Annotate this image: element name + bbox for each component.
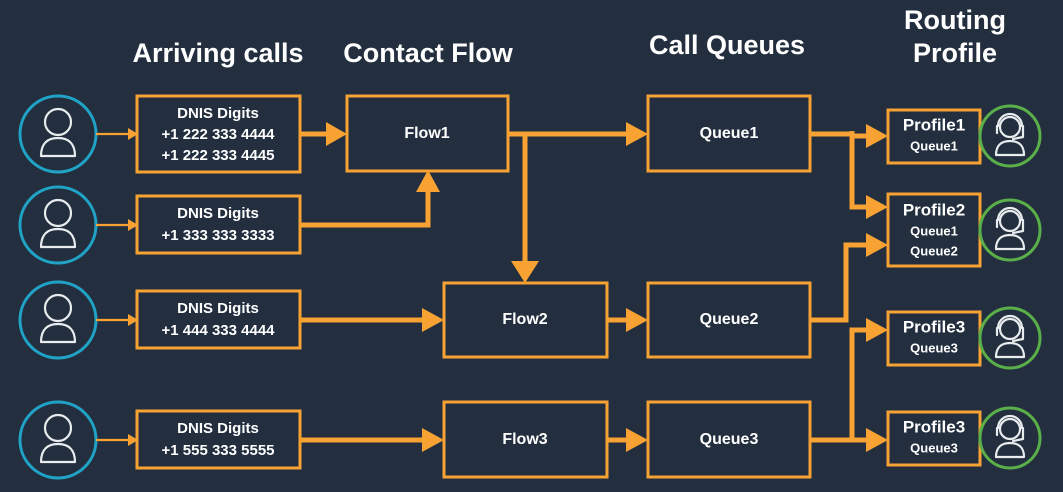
- agent-2[interactable]: [978, 198, 1042, 262]
- dnis-box-3[interactable]: DNIS Digits +1 444 333 4444: [135, 289, 302, 350]
- dnis-box-1-number-1: +1 222 333 4444: [161, 126, 275, 143]
- connector-dnis2-flow1: [300, 170, 440, 228]
- profile-box-4-queue-1: Queue3: [910, 440, 958, 455]
- customer-person-icon: [39, 107, 77, 158]
- flow-box-2-label: Flow2: [502, 311, 547, 328]
- agent-3[interactable]: [978, 306, 1042, 370]
- dnis-box-2-number-1: +1 333 333 3333: [161, 227, 274, 244]
- flow-box-2[interactable]: Flow2: [442, 281, 609, 359]
- customer-1[interactable]: [18, 94, 98, 174]
- queue-box-1-label: Queue1: [700, 125, 759, 142]
- dnis-box-1-rect: [135, 94, 302, 174]
- agent-1[interactable]: [978, 104, 1042, 168]
- column-title-routing-profile-line1: Routing: [904, 5, 1006, 35]
- profile-box-3-name: Profile3: [903, 317, 965, 336]
- profile-box-1-name: Profile1: [903, 115, 965, 134]
- column-title-contact-flow: Contact Flow: [343, 38, 513, 68]
- flow-box-1-rect: [345, 94, 510, 173]
- connector-queue2-profile2: [810, 233, 888, 323]
- queue-box-2[interactable]: Queue2: [646, 281, 812, 359]
- queue-box-3-label: Queue3: [700, 431, 759, 448]
- dnis-box-2-rect: [135, 194, 302, 255]
- profile-box-4-rect: [886, 410, 982, 467]
- connector-flow3-queue3: [607, 428, 648, 452]
- profile-box-3[interactable]: Profile3 Queue3: [886, 310, 982, 367]
- connector-dnis3-flow2: [300, 308, 444, 332]
- connector-queue1-profile2: [849, 134, 888, 219]
- connector-queue1-profile1: [810, 124, 888, 148]
- dnis-box-4-rect: [135, 409, 302, 470]
- profile-box-2-queue-2: Queue2: [910, 243, 958, 258]
- customer-2[interactable]: [18, 185, 98, 265]
- dnis-box-1-title: DNIS Digits: [177, 105, 259, 122]
- customer-4[interactable]: [18, 400, 98, 480]
- dnis-box-2[interactable]: DNIS Digits +1 333 333 3333: [135, 194, 302, 255]
- connector-flow2-queue2: [607, 308, 648, 332]
- connector-customer2-dnis2: [96, 219, 138, 231]
- flow-box-1[interactable]: Flow1: [345, 94, 510, 173]
- profile-box-4[interactable]: Profile3 Queue3: [886, 410, 982, 467]
- flow-box-3[interactable]: Flow3: [442, 400, 609, 479]
- connector-queue3-profile3: [810, 318, 888, 443]
- connector-dnis1-flow1: [300, 122, 347, 146]
- agent-circle-3: [978, 306, 1042, 370]
- connector-flow1-queue1: [508, 122, 648, 146]
- agent-headset-icon: [994, 414, 1026, 459]
- agent-headset-icon: [994, 314, 1026, 359]
- profile-box-4-name: Profile3: [903, 417, 965, 436]
- connector-dnis4-flow3: [300, 428, 444, 452]
- dnis-box-4-title: DNIS Digits: [177, 420, 259, 437]
- queue-box-3-rect: [646, 400, 812, 479]
- profile-box-2-queue-1: Queue1: [910, 223, 958, 238]
- flow-box-2-rect: [442, 281, 609, 359]
- dnis-box-3-title: DNIS Digits: [177, 300, 259, 317]
- profile-box-1-queue-1: Queue1: [910, 138, 958, 153]
- queue-box-2-label: Queue2: [700, 311, 759, 328]
- agent-circle-4: [978, 406, 1042, 470]
- queue-box-1[interactable]: Queue1: [646, 94, 812, 173]
- customer-person-icon: [39, 293, 77, 344]
- connector-customer3-dnis3: [96, 314, 138, 326]
- customer-person-icon: [39, 198, 77, 249]
- profile-box-3-queue-1: Queue3: [910, 340, 958, 355]
- column-title-routing-profile-line2: Profile: [913, 38, 997, 68]
- customer-3[interactable]: [18, 280, 98, 360]
- connector-flow1-flow2: [511, 134, 539, 283]
- column-title-arriving-calls: Arriving calls: [132, 38, 303, 68]
- agent-circle-1: [978, 104, 1042, 168]
- flow-box-1-label: Flow1: [404, 125, 449, 142]
- dnis-box-3-number-1: +1 444 333 4444: [161, 322, 275, 339]
- dnis-box-3-rect: [135, 289, 302, 350]
- agent-circle-2: [978, 198, 1042, 262]
- connector-customer4-dnis4: [96, 434, 138, 446]
- connector-customer1-dnis1: [96, 128, 138, 140]
- connector-queue3-profile4: [810, 428, 888, 452]
- customer-person-icon: [39, 413, 77, 464]
- profile-box-1[interactable]: Profile1 Queue1: [886, 108, 982, 165]
- profile-box-2[interactable]: Profile2 Queue1 Queue2: [886, 192, 982, 268]
- dnis-box-1[interactable]: DNIS Digits +1 222 333 4444 +1 222 333 4…: [135, 94, 302, 174]
- queue-box-3[interactable]: Queue3: [646, 400, 812, 479]
- flow-box-3-label: Flow3: [502, 431, 547, 448]
- dnis-box-4-number-1: +1 555 333 5555: [161, 442, 274, 459]
- dnis-box-1-number-2: +1 222 333 4445: [161, 147, 274, 164]
- dnis-box-4[interactable]: DNIS Digits +1 555 333 5555: [135, 409, 302, 470]
- agent-4[interactable]: [978, 406, 1042, 470]
- profile-box-2-name: Profile2: [903, 200, 965, 219]
- queue-box-1-rect: [646, 94, 812, 173]
- agent-headset-icon: [994, 206, 1026, 251]
- column-title-call-queues: Call Queues: [649, 30, 805, 60]
- agent-headset-icon: [994, 112, 1026, 157]
- dnis-box-2-title: DNIS Digits: [177, 205, 259, 222]
